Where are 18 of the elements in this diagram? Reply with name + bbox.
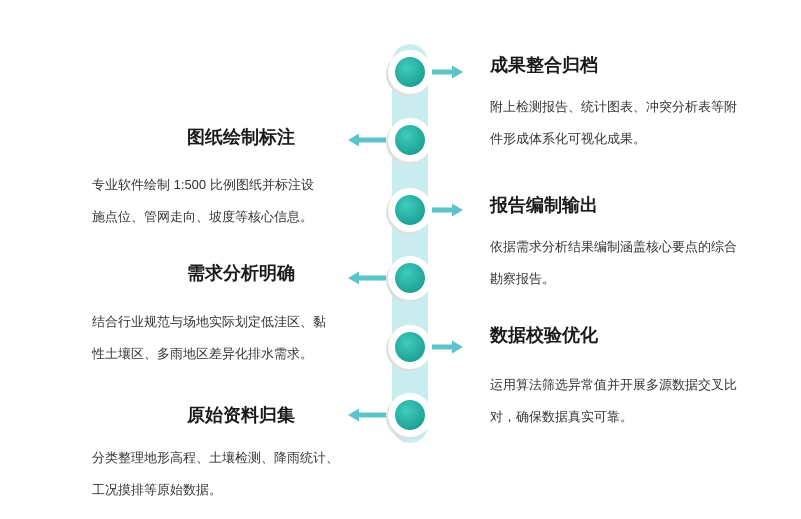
step-description: 结合行业规范与场地实际划定低洼区、黏性土壤区、多雨地区差异化排水需求。 <box>92 313 327 363</box>
arrow <box>432 340 463 354</box>
arrow <box>348 134 386 146</box>
step-description: 分类整理地形高程、土壤检测、降雨统计、工况摸排等原始数据。 <box>92 449 340 499</box>
arrow <box>348 408 386 422</box>
arrow <box>348 272 386 284</box>
step-heading: 数据校验优化 <box>490 324 598 347</box>
step-heading: 图纸绘制标注 <box>187 126 295 149</box>
step-description: 运用算法筛选异常值并开展多源数据交叉比对，确保数据真实可靠。 <box>490 376 738 426</box>
step-description: 专业软件绘制 1:500 比例图纸并标注设施点位、管网走向、坡度等核心信息。 <box>92 176 315 226</box>
arrow <box>432 204 463 216</box>
step-heading: 成果整合归档 <box>490 54 598 77</box>
step-heading: 需求分析明确 <box>187 262 295 285</box>
arrow <box>432 66 463 78</box>
step-description: 附上检测报告、统计图表、冲突分析表等附件形成体系化可视化成果。 <box>490 98 738 148</box>
step-description: 依据需求分析结果编制涵盖核心要点的综合勘察报告。 <box>490 238 738 288</box>
step-heading: 报告编制输出 <box>490 194 598 217</box>
step-heading: 原始资料归集 <box>187 404 295 427</box>
